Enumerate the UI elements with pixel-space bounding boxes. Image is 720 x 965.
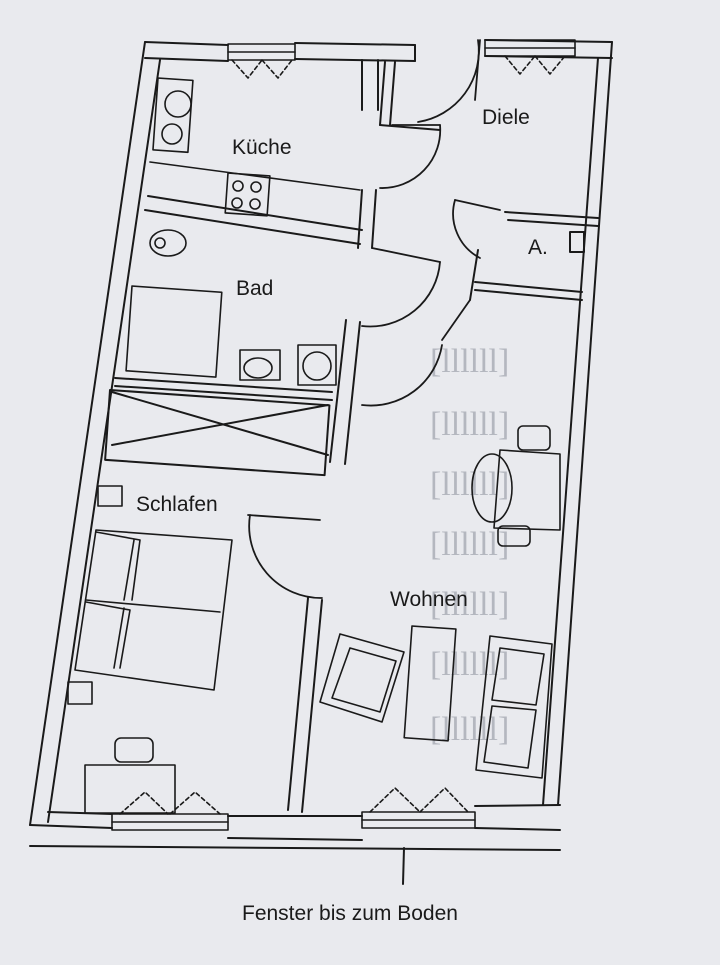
svg-text:[llllll]: [llllll] — [430, 343, 509, 380]
windows — [111, 39, 576, 831]
svg-text:[llllll]: [llllll] — [430, 711, 509, 748]
room-labels: Küche Diele A. Bad Schlafen Wohnen — [136, 106, 548, 611]
svg-text:[llllll]: [llllll] — [430, 406, 509, 443]
show-through-text: [llllll] [llllll] [llllll] [llllll] [lll… — [430, 343, 509, 748]
svg-text:[llllll]: [llllll] — [430, 586, 509, 623]
room-label-abstell: A. — [528, 236, 548, 259]
bedroom-furniture — [67, 485, 233, 814]
outer-walls — [29, 39, 613, 851]
svg-text:[llllll]: [llllll] — [430, 526, 509, 563]
room-label-bad: Bad — [236, 277, 273, 300]
kitchen-fixtures — [149, 77, 361, 217]
living-furniture — [319, 425, 561, 779]
caption-leader-line — [402, 847, 405, 885]
interior-walls — [104, 59, 599, 813]
room-label-wohnen: Wohnen — [390, 588, 468, 611]
room-label-schlafen: Schlafen — [136, 493, 218, 516]
doors — [247, 39, 501, 599]
room-label-diele: Diele — [482, 106, 530, 129]
bathroom-fixtures — [125, 229, 337, 386]
caption: Fenster bis zum Boden — [242, 902, 458, 925]
room-label-kueche: Küche — [232, 136, 292, 159]
